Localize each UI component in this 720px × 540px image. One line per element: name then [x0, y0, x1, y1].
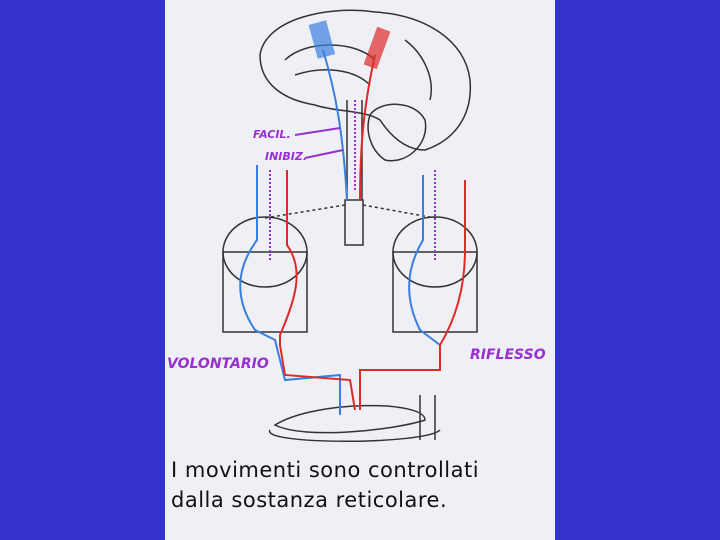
caption-line-2: dalla sostanza reticolare. — [171, 488, 448, 512]
caption-line-1: I movimenti sono controllati — [171, 458, 480, 482]
motor-cortex-blue — [308, 20, 336, 59]
motor-cortex-red — [363, 26, 391, 70]
label-inibiz: INIBIZ. — [265, 150, 308, 163]
caption: I movimenti sono controllati dalla sosta… — [171, 455, 479, 515]
voluntary-pathway — [239, 49, 441, 415]
slide: FACIL. INIBIZ. VOLONTARIO RIFLESSO I mov… — [165, 0, 555, 540]
cerebellum — [367, 103, 427, 162]
label-riflesso: RIFLESSO — [470, 347, 546, 363]
muscle — [273, 404, 426, 434]
bone — [269, 429, 441, 442]
reticular-formation-diagram — [222, 9, 478, 442]
reflex-pathway — [279, 54, 466, 411]
label-facil: FACIL. — [253, 128, 291, 141]
brain-outline — [259, 9, 472, 151]
label-volontario: VOLONTARIO — [167, 356, 269, 372]
spinal-segment — [344, 199, 364, 246]
